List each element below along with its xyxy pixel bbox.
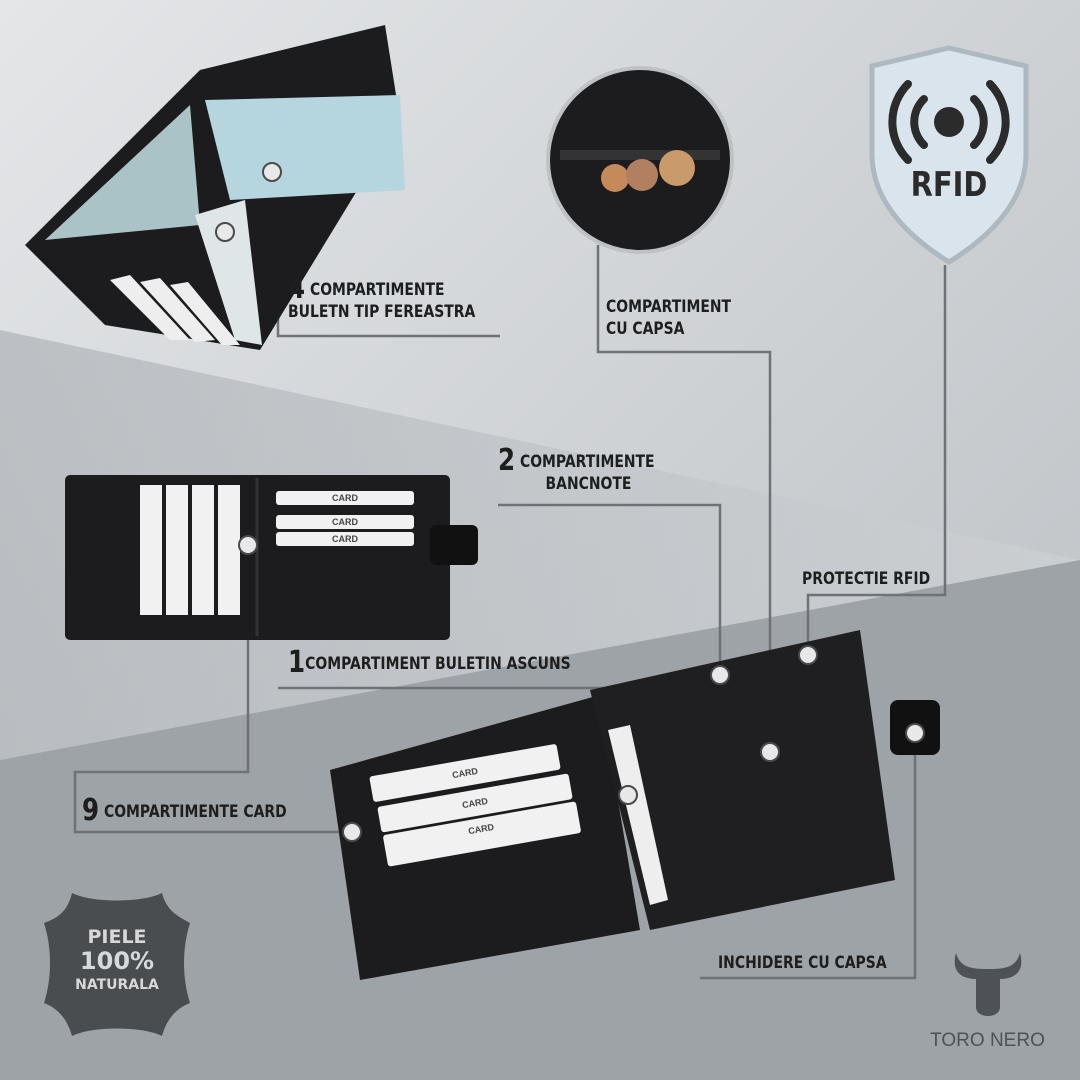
callout-text: BULETN TIP FEREASTRA	[288, 302, 476, 322]
card-slot: CARD	[276, 515, 414, 529]
callout-text: COMPARTIMENT BULETIN ASCUNS	[305, 654, 571, 674]
brand-logo: TORO NERO	[930, 945, 1045, 1052]
brand-name: TORO NERO	[930, 1030, 1045, 1051]
callout-rfid-protection: PROTECTIE RFID	[802, 568, 930, 590]
callout-card-slots: 9 COMPARTIMENTE CARD	[82, 796, 287, 826]
leather-hide-icon	[44, 893, 190, 1036]
rfid-shield-icon	[869, 45, 1029, 265]
callout-text: COMPARTIMENTE CARD	[103, 802, 287, 822]
callout-text: BANCNOTE	[545, 474, 632, 494]
badge-line: PIELE	[87, 926, 147, 948]
coin-compartment-inset	[546, 66, 734, 254]
callout-hidden-id: 1COMPARTIMENT BULETIN ASCUNS	[288, 648, 571, 678]
callout-text: COMPARTIMENTE	[309, 280, 445, 300]
rfid-label: RFID	[910, 165, 988, 205]
callout-text: COMPARTIMENT	[606, 297, 732, 317]
callout-text: INCHIDERE CU CAPSA	[718, 953, 887, 973]
badge-line: NATURALA	[75, 977, 159, 993]
callout-number: 9	[82, 793, 100, 828]
card-slot: CARD	[276, 491, 414, 505]
callout-text: PROTECTIE RFID	[802, 569, 931, 589]
callout-number: 2	[498, 443, 516, 478]
callout-number: 1	[288, 645, 306, 680]
callout-number: 4	[288, 271, 306, 306]
wallet-open-top	[25, 25, 405, 350]
callout-snap-closure: INCHIDERE CU CAPSA	[718, 952, 887, 974]
leather-badge-text: PIELE 100% NATURALA	[42, 925, 192, 997]
card-slot: CARD	[276, 532, 414, 546]
callout-text: COMPARTIMENTE	[519, 452, 655, 472]
rfid-signal-icon	[888, 80, 1010, 164]
bull-head-icon	[954, 953, 1021, 1016]
badge-line: 100%	[79, 947, 155, 975]
wallet-open-middle	[65, 475, 478, 640]
target-markers	[215, 162, 925, 842]
callout-text: CU CAPSA	[606, 319, 685, 339]
